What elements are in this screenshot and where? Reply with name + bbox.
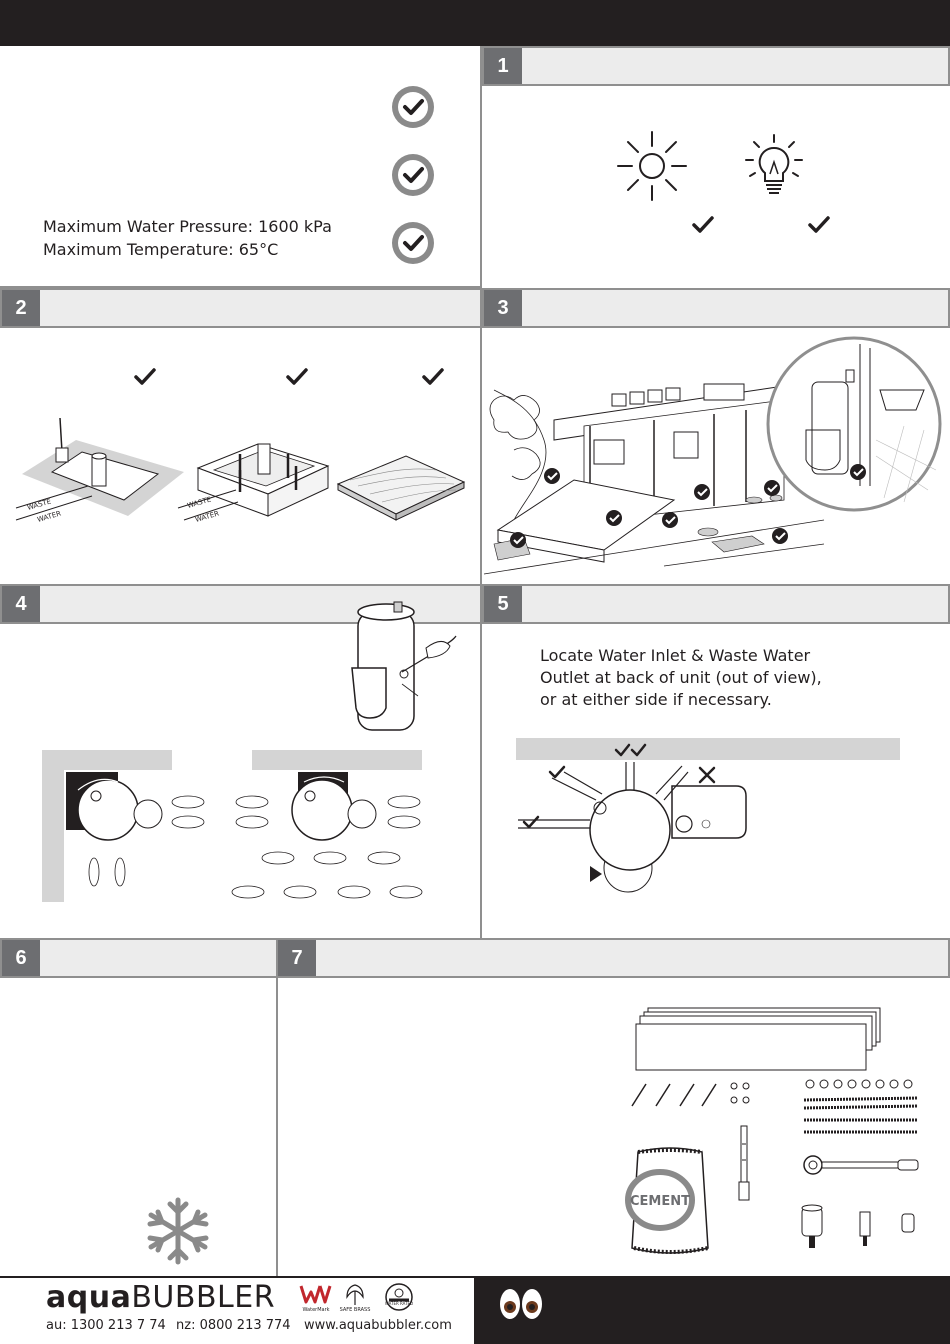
watermark-badge-icon bbox=[299, 1285, 332, 1304]
website-link[interactable]: www.aquabubbler.com bbox=[304, 1318, 452, 1333]
locate-line-3: or at either side if necessary. bbox=[540, 690, 772, 709]
pipe-orientation-illustration bbox=[516, 738, 900, 893]
brand-logo: aquaBUBBLER bbox=[46, 1280, 275, 1315]
formwork-illustration: WASTE WATER bbox=[177, 443, 330, 524]
waste-pipe-label: WASTE bbox=[186, 495, 212, 509]
water-pipe-label: WATER bbox=[194, 509, 220, 523]
top-banner bbox=[0, 0, 950, 46]
timber-slab-illustration bbox=[336, 455, 466, 521]
safe-brass-badge-text: SAFE BRASS bbox=[339, 1307, 371, 1313]
brand-logo-part-a: aqua bbox=[46, 1280, 132, 1315]
section-7-number: 7 bbox=[278, 940, 316, 976]
footer-dark-panel bbox=[474, 1276, 950, 1344]
section-1-number: 1 bbox=[484, 48, 522, 84]
snowflake-icon bbox=[147, 1197, 209, 1265]
drill-bit-illustration bbox=[738, 1125, 750, 1201]
column-divider bbox=[480, 46, 482, 940]
check-icon bbox=[692, 216, 714, 233]
section-2-header: 2 bbox=[0, 288, 482, 328]
section-2-number: 2 bbox=[2, 290, 40, 326]
brand-logo-part-b: BUBBLER bbox=[131, 1280, 276, 1315]
check-icon bbox=[422, 368, 444, 385]
corner-placement-illustration bbox=[42, 750, 205, 902]
fountain-install-illustration bbox=[351, 601, 457, 731]
section-1-header: 1 bbox=[482, 46, 950, 86]
section-6-header: 6 bbox=[0, 938, 278, 978]
max-pressure-text: Maximum Water Pressure: 1600 kPa bbox=[43, 217, 332, 236]
max-temperature-text: Maximum Temperature: 65°C bbox=[43, 240, 279, 259]
locate-line-1: Locate Water Inlet & Waste Water bbox=[540, 646, 811, 665]
check-badge-icon bbox=[392, 222, 434, 264]
water-rated-badge-icon bbox=[385, 1283, 413, 1311]
watermark-badge-text: WaterMark bbox=[302, 1307, 330, 1313]
light-bulb-icon bbox=[745, 134, 803, 194]
check-badge-icon bbox=[392, 86, 434, 128]
socket-wrench-illustration bbox=[803, 1155, 919, 1175]
phone-au: au: 1300 213 7 74 bbox=[46, 1318, 166, 1333]
screws-and-washers-illustration bbox=[631, 1082, 750, 1107]
cement-bag-illustration: CEMENT bbox=[625, 1147, 709, 1254]
row-divider bbox=[0, 286, 482, 288]
check-icon bbox=[808, 216, 830, 233]
sun-icon bbox=[617, 131, 687, 201]
courtyard-illustration bbox=[483, 336, 942, 575]
column-divider-bottom bbox=[276, 940, 278, 1276]
section-3-number: 3 bbox=[484, 290, 522, 326]
section-5-header: 5 bbox=[482, 584, 950, 624]
socket-pieces-illustration bbox=[801, 1204, 915, 1248]
section-7-header: 7 bbox=[276, 938, 950, 978]
locate-line-2: Outlet at back of unit (out of view), bbox=[540, 668, 822, 687]
formwork-boards-illustration bbox=[635, 1007, 881, 1071]
section-6-number: 6 bbox=[2, 940, 40, 976]
section-5-number: 5 bbox=[484, 586, 522, 622]
threaded-rods-illustration bbox=[803, 1079, 919, 1134]
check-icon bbox=[134, 368, 156, 385]
cement-label: CEMENT bbox=[630, 1194, 690, 1209]
safe-brass-badge-icon bbox=[346, 1284, 364, 1305]
section-3-header: 3 bbox=[482, 288, 950, 328]
water-pipe-label: WATER bbox=[36, 509, 62, 523]
phone-nz: nz: 0800 213 774 bbox=[176, 1318, 291, 1333]
eyes-icon bbox=[500, 1289, 542, 1319]
check-badge-icon bbox=[392, 154, 434, 196]
excavation-illustration: WASTE WATER bbox=[15, 417, 184, 524]
section-4-number: 4 bbox=[2, 586, 40, 622]
wall-placement-illustration bbox=[231, 750, 423, 899]
water-rated-badge-text: WATER RATED bbox=[384, 1301, 414, 1306]
check-icon bbox=[286, 368, 308, 385]
